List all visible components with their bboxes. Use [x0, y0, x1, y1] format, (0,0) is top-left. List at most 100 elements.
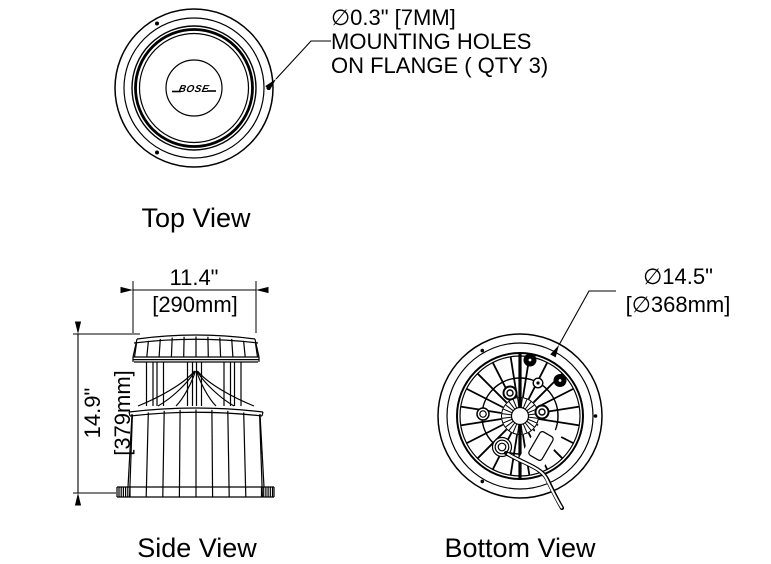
hub-circle: [510, 406, 530, 426]
power-cable: [503, 450, 565, 511]
hub-tick-line: [524, 422, 532, 431]
top-view-flange-inner-circle: [123, 17, 265, 159]
side-view-drawing: [116, 334, 275, 498]
bottom-hardware: [476, 353, 567, 511]
bucket-facet-line: [178, 409, 181, 497]
bottom-rim-outer-circle: [456, 352, 584, 480]
cap-facet-line: [219, 337, 222, 358]
top-view-label: Top View: [141, 203, 251, 233]
hub-tick-line: [528, 416, 539, 419]
bucket-facet-line: [162, 410, 165, 497]
top-view-grille-rim-thick-circle: [134, 28, 254, 148]
bottom-view-drawing: [437, 333, 603, 511]
spoke-line: [466, 387, 504, 409]
cap-facet-line: [231, 338, 234, 358]
width-dimension: 11.4" [290mm]: [120, 265, 269, 333]
deflector-cone: [137, 370, 255, 407]
bucket-side: [259, 413, 265, 488]
hub-tick-line: [520, 424, 523, 435]
cap-side: [254, 338, 260, 358]
hub-tick-line: [505, 420, 514, 428]
cap-top-edge: [136, 334, 256, 340]
leader-line: [265, 40, 331, 91]
cap-facet-line: [254, 343, 259, 358]
cap-side: [132, 338, 138, 358]
hub-tick-line: [522, 398, 528, 409]
hub-tick-line: [526, 420, 535, 428]
bose-logo-text: BOSE: [177, 84, 210, 95]
flange-hole: [480, 348, 485, 353]
spoke-line: [538, 418, 580, 427]
cap-facet-line: [158, 338, 161, 358]
cap-facet-line: [146, 340, 149, 358]
height-inches-text: 14.9": [80, 388, 105, 439]
bolt-head: [502, 385, 518, 401]
hub-tick-line: [520, 397, 523, 408]
diameter-inches-text: ∅14.5": [643, 264, 713, 289]
spoke-line: [536, 387, 574, 409]
top-view-dustcap-circle: [165, 59, 223, 117]
base-flange: [116, 486, 275, 498]
hub-tick-line: [505, 404, 514, 412]
hub-tick-line: [508, 422, 516, 431]
flange-hole: [593, 414, 598, 418]
hub-tick-line: [508, 401, 516, 410]
width-mm-text: [290mm]: [152, 292, 238, 317]
side-view-label: Side View: [137, 533, 257, 563]
cap-facet-line: [133, 343, 138, 358]
mounting-hole: [155, 21, 159, 26]
hub-tick-line: [524, 401, 532, 410]
grommet-ring: [476, 407, 490, 421]
flange-hole: [480, 479, 485, 484]
height-dimension: 14.9" [379mm]: [73, 321, 140, 506]
hub-tick-line: [501, 416, 512, 419]
bottom-flange-inner-circle: [446, 342, 594, 490]
bottom-view-label: Bottom View: [444, 533, 596, 563]
cap-facet-line: [170, 337, 173, 358]
bolt-head: [534, 404, 550, 420]
bucket-facet-line: [259, 414, 263, 497]
hub-tick-line: [526, 404, 535, 412]
bottom-flange-outer-circle: [437, 333, 603, 499]
width-inches-text: 11.4": [170, 265, 219, 290]
top-view-grille-edge-circle: [138, 32, 250, 144]
mounting-holes-callout: ∅0.3" [7MM] MOUNTING HOLES ON FLANGE ( Q…: [265, 5, 548, 91]
bucket-side: [127, 413, 133, 488]
bose-logo: BOSE: [172, 84, 216, 95]
small-ring-fitting: [532, 377, 544, 389]
hub-tick-line: [512, 423, 518, 434]
cap-lip: [132, 356, 260, 363]
cap-facet-line: [243, 340, 246, 358]
diameter-callout: ∅14.5" [∅368mm]: [550, 264, 731, 358]
hub-tick-line: [512, 398, 518, 409]
diameter-mm-text: [∅368mm]: [626, 292, 731, 317]
mounting-hole: [266, 86, 271, 90]
spoke-line: [476, 372, 508, 404]
bucket-facet-line: [243, 412, 247, 497]
hub-tick-line: [522, 423, 528, 434]
mounting-holes-diameter-text: ∅0.3" [7MM]: [331, 5, 456, 30]
spoke-line: [460, 418, 502, 427]
bucket-facet-line: [211, 409, 214, 497]
bucket-facet-line: [145, 412, 149, 497]
height-mm-text: [379mm]: [110, 370, 135, 456]
bucket-facet-line: [227, 410, 230, 497]
spoke-line: [476, 428, 508, 460]
mounting-holes-qty-text: ON FLANGE ( QTY 3): [331, 53, 548, 78]
screw-boss-dot-center: [558, 379, 562, 382]
mounting-hole: [155, 150, 159, 155]
cable-exit-rect: [519, 421, 563, 471]
top-view-drawing: BOSE: [114, 8, 274, 168]
hub-tick-line: [501, 413, 512, 416]
mounting-holes-label-text: MOUNTING HOLES: [331, 29, 531, 54]
spoke-line: [466, 423, 504, 445]
hub-tick-line: [502, 408, 513, 414]
hub-tick-line: [517, 397, 520, 408]
top-view-grille-rim-circle: [131, 25, 257, 151]
hub-tick-line: [502, 418, 513, 424]
hub-tick-line: [517, 424, 520, 435]
leader-line: [550, 290, 616, 358]
bucket-facet-line: [129, 414, 133, 497]
